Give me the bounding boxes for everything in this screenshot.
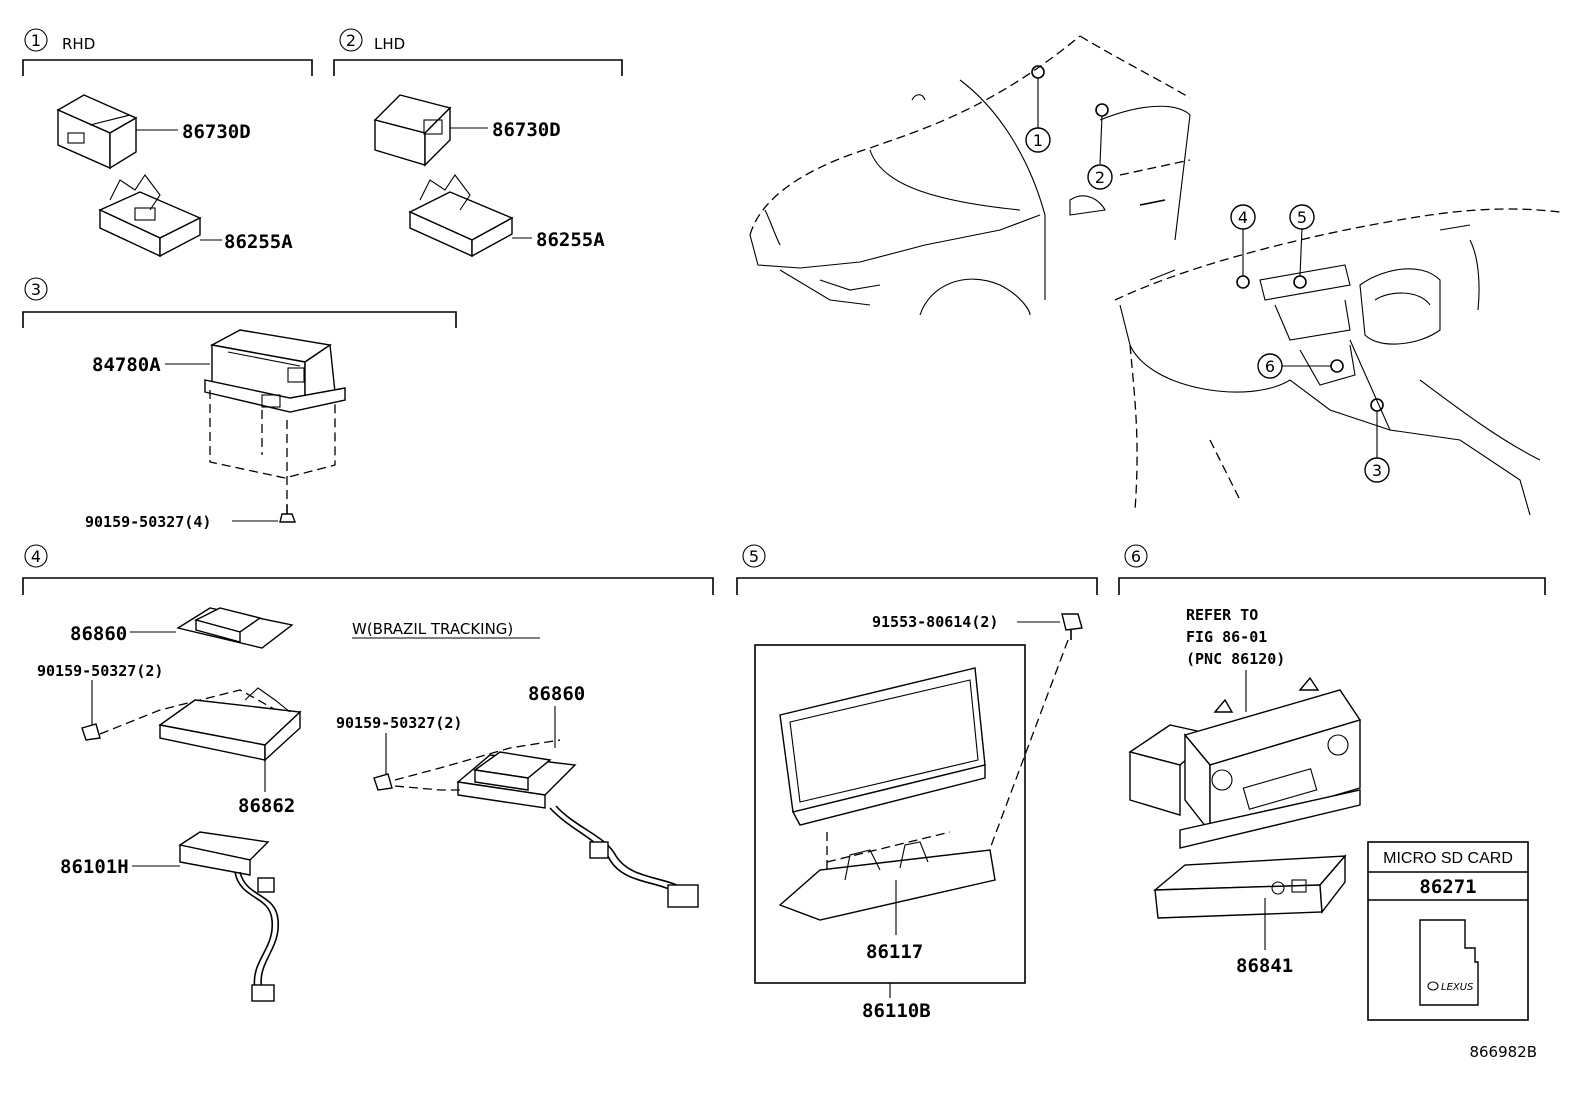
part-number-86860: 86860: [70, 623, 127, 645]
section-bracket: [22, 59, 313, 76]
part-number-84780a: 84780A: [92, 354, 161, 376]
refer-note-line3: (PNC 86120): [1186, 650, 1285, 668]
screw-icon: [1061, 613, 1083, 640]
section-number: 4: [31, 547, 41, 566]
sd-card-brand: LEXUS: [1441, 982, 1474, 993]
section-number-circle: [742, 544, 766, 568]
screw-icon: [81, 723, 101, 741]
callout-number: 4: [1238, 208, 1248, 227]
screw-icon: [279, 505, 297, 523]
callout-circle: [1257, 353, 1283, 379]
module-86841-drawing: [1152, 854, 1347, 919]
lexus-logo-icon: [1427, 981, 1439, 991]
part-number-91553-80614-2: 91553-80614(2): [872, 613, 998, 631]
refer-note-line1: REFER TO: [1186, 606, 1258, 624]
location-marker: [1293, 275, 1307, 289]
section-number-circle: [24, 277, 48, 301]
refer-note-line2: FIG 86-01: [1186, 628, 1267, 646]
micro-sd-card-title: MICRO SD CARD: [1383, 850, 1513, 867]
part-number-90159-50327-2-brazil: 90159-50327(2): [336, 714, 462, 732]
section-number: 3: [31, 280, 41, 299]
callout-circle: [1025, 127, 1051, 153]
part-number-86110b: 86110B: [862, 1000, 931, 1022]
section-6: 6 REFER TO FIG 86-01 (PNC 86120) 8: [1118, 544, 1546, 1021]
location-marker: [1236, 275, 1250, 289]
section-number-circle: [339, 28, 363, 52]
bracket-86862-drawing: [158, 687, 302, 762]
part-number-86730d: 86730D: [492, 119, 561, 141]
fastener-dashed-lines: [394, 739, 561, 781]
section-number: 1: [31, 31, 41, 50]
switch-86730d-drawing: [56, 94, 138, 170]
callout-number: 6: [1265, 357, 1275, 376]
section-number-circle: [1124, 544, 1148, 568]
fastener-dashed-line: [984, 639, 1069, 863]
part-number-86101h: 86101H: [60, 856, 129, 878]
figure-id: 866982B: [1469, 1043, 1537, 1061]
section-bracket: [1118, 577, 1546, 595]
head-unit-drawing: [1128, 676, 1362, 849]
section-number: 5: [749, 547, 759, 566]
section-number: 6: [1131, 547, 1141, 566]
section-bracket: [22, 577, 714, 595]
brazil-tracking-label: W(BRAZIL TRACKING): [352, 620, 513, 638]
callout-number: 1: [1033, 131, 1043, 150]
section-4: 4 86860 90159-50327(2) 86862: [22, 544, 714, 1002]
switch-86730d-drawing: [373, 94, 452, 167]
section-1-rhd: 1 RHD 86730D 86255A: [22, 28, 313, 258]
section-bracket: [22, 311, 457, 328]
display-86110b-drawing: [779, 667, 986, 826]
micro-sd-card-box: MICRO SD CARD 86271 LEXUS: [1367, 841, 1529, 1021]
micro-sd-card-icon: [1419, 919, 1479, 1006]
section-5: 5 91553-80614(2) 86117 86110B: [736, 544, 1098, 1022]
harness-86101h-drawing: [178, 831, 279, 1002]
location-marker: [1095, 103, 1109, 117]
callout-number: 5: [1297, 208, 1307, 227]
part-number-86860-brazil: 86860: [528, 683, 585, 705]
callout-circle: [1087, 164, 1113, 190]
module-84780a-drawing: [204, 329, 346, 413]
callout-number: 3: [1372, 461, 1382, 480]
bracket-86117-drawing: [778, 841, 996, 921]
unit-86860-brazil-drawing: [456, 751, 699, 908]
section-bracket: [333, 59, 623, 76]
fastener-dashed-lines: [209, 390, 336, 479]
section-number-circle: [24, 28, 48, 52]
callout-circle: [1289, 204, 1315, 230]
part-number-86255a: 86255A: [536, 229, 605, 251]
bracket-86255a-drawing: [408, 174, 514, 258]
part-number-86255a: 86255A: [224, 231, 293, 253]
section-label: LHD: [374, 35, 405, 53]
part-number-86841: 86841: [1236, 955, 1293, 977]
part-number-86117: 86117: [866, 941, 923, 963]
callout-number: 2: [1095, 168, 1105, 187]
vehicle-interior-view: 4 5 6 3: [1114, 204, 1561, 516]
unit-86860-drawing: [176, 607, 294, 649]
part-number-86862: 86862: [238, 795, 295, 817]
section-number-circle: [24, 544, 48, 568]
vehicle-exterior-view: 1 2: [749, 35, 1191, 316]
callout-circle: [1364, 457, 1390, 483]
location-marker: [1330, 359, 1344, 373]
part-number-90159-50327-4: 90159-50327(4): [85, 513, 211, 531]
section-bracket: [736, 577, 1098, 595]
section-label: RHD: [62, 35, 95, 53]
callout-circle: [1230, 204, 1256, 230]
part-number-86730d: 86730D: [182, 121, 251, 143]
section-2-lhd: 2 LHD 86730D 86255A: [333, 28, 623, 258]
bracket-86255a-drawing: [98, 174, 202, 258]
part-number-90159-50327-2: 90159-50327(2): [37, 662, 163, 680]
screw-icon: [373, 773, 393, 791]
part-number-86271: 86271: [1419, 876, 1476, 898]
section-number: 2: [346, 31, 356, 50]
section-3: 3 84780A 90159-50327(4): [22, 277, 457, 531]
